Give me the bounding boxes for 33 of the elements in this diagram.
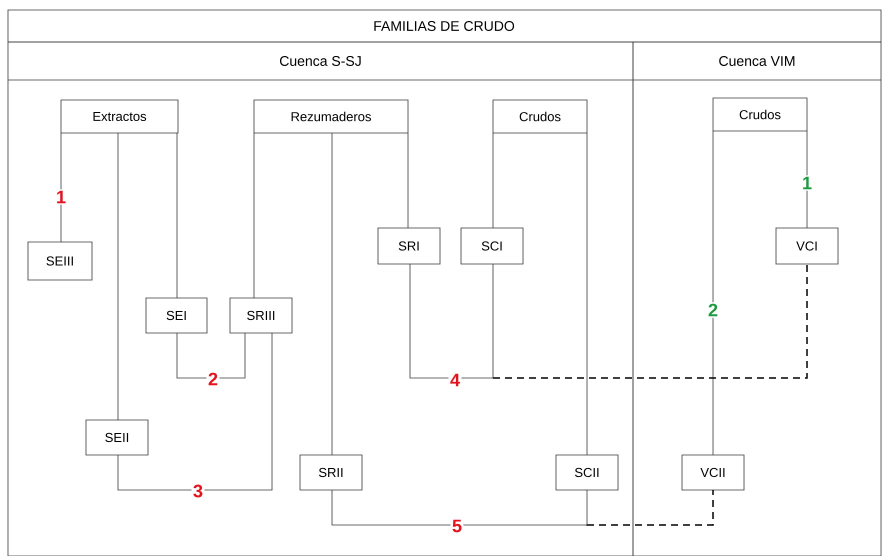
group-box: SEI (146, 298, 208, 334)
group-box: SEIII (28, 242, 92, 280)
edge-label: 2 (206, 371, 220, 387)
group-box: SEII (86, 420, 148, 456)
group-box: SRIII (230, 298, 292, 334)
connector-line (176, 332, 246, 378)
edge-label: 1 (800, 175, 814, 191)
connector-line (60, 132, 62, 242)
edge-label: 4 (448, 372, 462, 388)
group-box: Crudos (712, 98, 808, 132)
connector-line (332, 490, 588, 526)
edge-label: 3 (192, 483, 204, 499)
connector-line (712, 130, 714, 456)
connector-line (410, 264, 494, 378)
edge-label: 5 (450, 518, 464, 534)
group-box: SRI (378, 228, 440, 264)
group-box: SCII (556, 454, 618, 490)
edge-label: 1 (54, 189, 68, 205)
group-box: VCI (776, 228, 838, 264)
edge-label: 2 (706, 302, 720, 318)
connector-line (118, 332, 272, 490)
connector-line (806, 130, 808, 228)
connector-line (492, 132, 494, 228)
group-box: Crudos (492, 100, 588, 134)
title-cell: FAMILIAS DE CRUDO (8, 10, 882, 42)
group-box: Rezumaderos (254, 100, 408, 134)
connector-line (586, 132, 588, 456)
group-box: VCII (682, 454, 744, 490)
group-box: SCI (460, 228, 524, 264)
connector-line (176, 132, 178, 298)
group-box: SRII (300, 454, 362, 490)
group-box: Extractos (60, 100, 178, 134)
dashed-connector (586, 490, 714, 526)
